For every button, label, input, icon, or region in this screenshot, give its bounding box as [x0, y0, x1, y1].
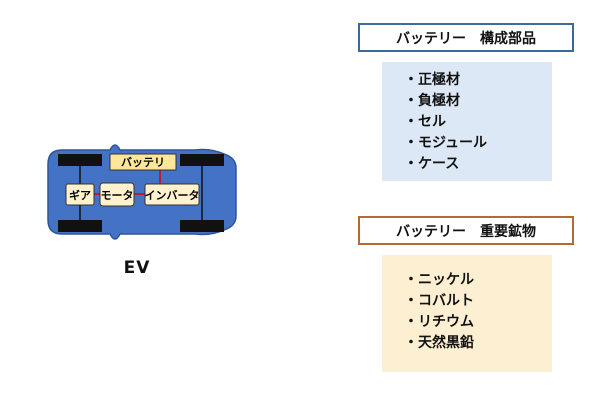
gear-block: [65, 183, 95, 206]
minerals-list: ・ニッケル ・コバルト ・リチウム ・天然黒鉛: [382, 255, 552, 372]
inverter-label: インバータ: [145, 189, 200, 202]
motor-label: モータ: [101, 189, 134, 202]
list-item: ・天然黒鉛: [404, 335, 474, 351]
wheel-rear-left: [58, 220, 102, 232]
wheel-front-left: [58, 154, 102, 166]
gear-label: ギア: [69, 188, 91, 202]
list-item: ・正極材: [404, 72, 460, 88]
components-list: ・正極材 ・負極材 ・セル ・モジュール ・ケース: [382, 62, 552, 181]
battery-label: バッテリ: [121, 156, 165, 169]
battery-block: [109, 153, 177, 171]
list-item: ・ニッケル: [404, 272, 474, 288]
components-header: バッテリー 構成部品: [358, 23, 574, 52]
list-item: ・モジュール: [404, 135, 488, 151]
minerals-header: バッテリー 重要鉱物: [358, 216, 574, 245]
list-item: ・コバルト: [404, 293, 474, 309]
list-item: ・セル: [404, 114, 446, 130]
wheel-rear-right: [180, 220, 224, 232]
ev-caption: EV: [123, 258, 151, 278]
wheel-front-right: [180, 154, 224, 166]
motor-block: [99, 182, 135, 207]
ev-diagram: バッテリ ギア モータ インバータ: [47, 144, 237, 240]
list-item: ・ケース: [404, 156, 460, 172]
inverter-block: [144, 183, 200, 206]
list-item: ・リチウム: [404, 314, 474, 330]
list-item: ・負極材: [404, 93, 460, 109]
